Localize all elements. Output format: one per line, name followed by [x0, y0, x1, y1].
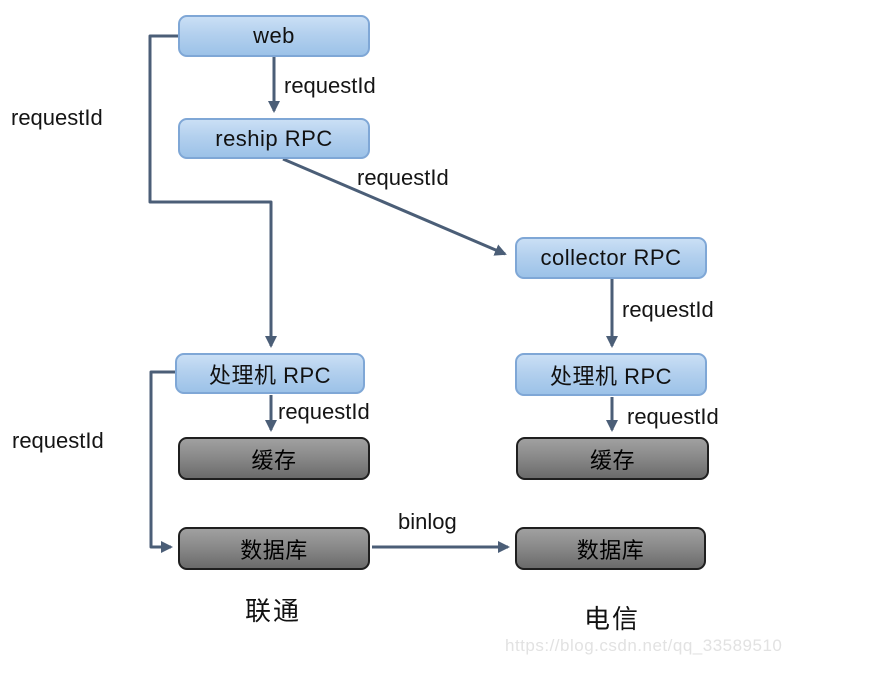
- label-requestid-reship-collector: requestId: [357, 165, 449, 190]
- label-requestid-collector-processor: requestId: [622, 297, 714, 322]
- watermark-url: https://blog.csdn.net/qq_33589510: [505, 636, 783, 655]
- node-cache-left: 缓存: [178, 437, 370, 480]
- label-requestid-web-reship: requestId: [284, 73, 376, 98]
- node-cache-right: 缓存: [516, 437, 709, 480]
- node-database-right: 数据库: [515, 527, 706, 570]
- node-collector-rpc: collector RPC: [515, 237, 707, 279]
- group-label-telecom: 电信: [584, 604, 641, 634]
- edge-web-loop-left: [148, 34, 277, 348]
- node-reship-rpc: reship RPC: [178, 118, 370, 159]
- edge-processor-loop-left: [149, 370, 175, 553]
- label-requestid-processor-cache-right: requestId: [627, 404, 719, 429]
- label-requestid-processor-cache-left: requestId: [278, 399, 370, 424]
- label-requestid-web-loop: requestId: [11, 105, 103, 130]
- label-requestid-processor-loop: requestId: [12, 428, 104, 453]
- label-binlog: binlog: [398, 509, 457, 534]
- node-processor-rpc-right: 处理机 RPC: [515, 353, 707, 396]
- node-web: web: [178, 15, 370, 57]
- node-database-left: 数据库: [178, 527, 370, 570]
- node-processor-rpc-left: 处理机 RPC: [175, 353, 365, 394]
- group-label-unicom: 联通: [245, 596, 302, 626]
